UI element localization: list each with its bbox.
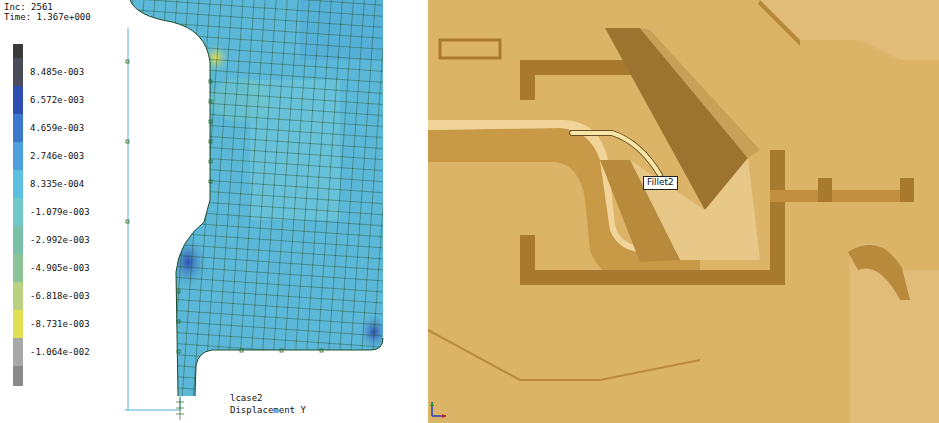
color-band — [13, 254, 23, 282]
scale-value: 8.485e-003 — [30, 68, 84, 77]
scale-value: 8.335e-004 — [30, 180, 84, 189]
result-label: Displacement Y — [230, 406, 306, 415]
scale-value: -1.079e-003 — [30, 208, 90, 217]
color-band — [13, 198, 23, 226]
increment-label: Inc: 2561 — [4, 3, 53, 12]
time-label: Time: 1.367e+000 — [4, 13, 91, 22]
color-band — [13, 226, 23, 254]
scale-value: -2.992e-003 — [30, 236, 90, 245]
color-band — [13, 142, 23, 170]
color-band — [13, 86, 23, 114]
scale-value: 4.659e-003 — [30, 124, 84, 133]
color-band — [13, 338, 23, 366]
scale-value: 2.746e-003 — [30, 152, 84, 161]
color-band — [13, 58, 23, 86]
scale-value: -8.731e-003 — [30, 320, 90, 329]
color-band — [13, 114, 23, 142]
feature-tag: Fillet2 — [643, 176, 678, 190]
loadcase-label: lcase2 — [230, 394, 263, 403]
feature-name: Fillet2 — [647, 177, 674, 187]
scale-value: -6.818e-003 — [30, 292, 90, 301]
color-band — [13, 282, 23, 310]
scale-value: -1.064e-002 — [30, 348, 90, 357]
color-band — [13, 310, 23, 338]
scale-value: -4.905e-003 — [30, 264, 90, 273]
scale-value: 6.572e-003 — [30, 96, 84, 105]
color-band — [13, 170, 23, 198]
